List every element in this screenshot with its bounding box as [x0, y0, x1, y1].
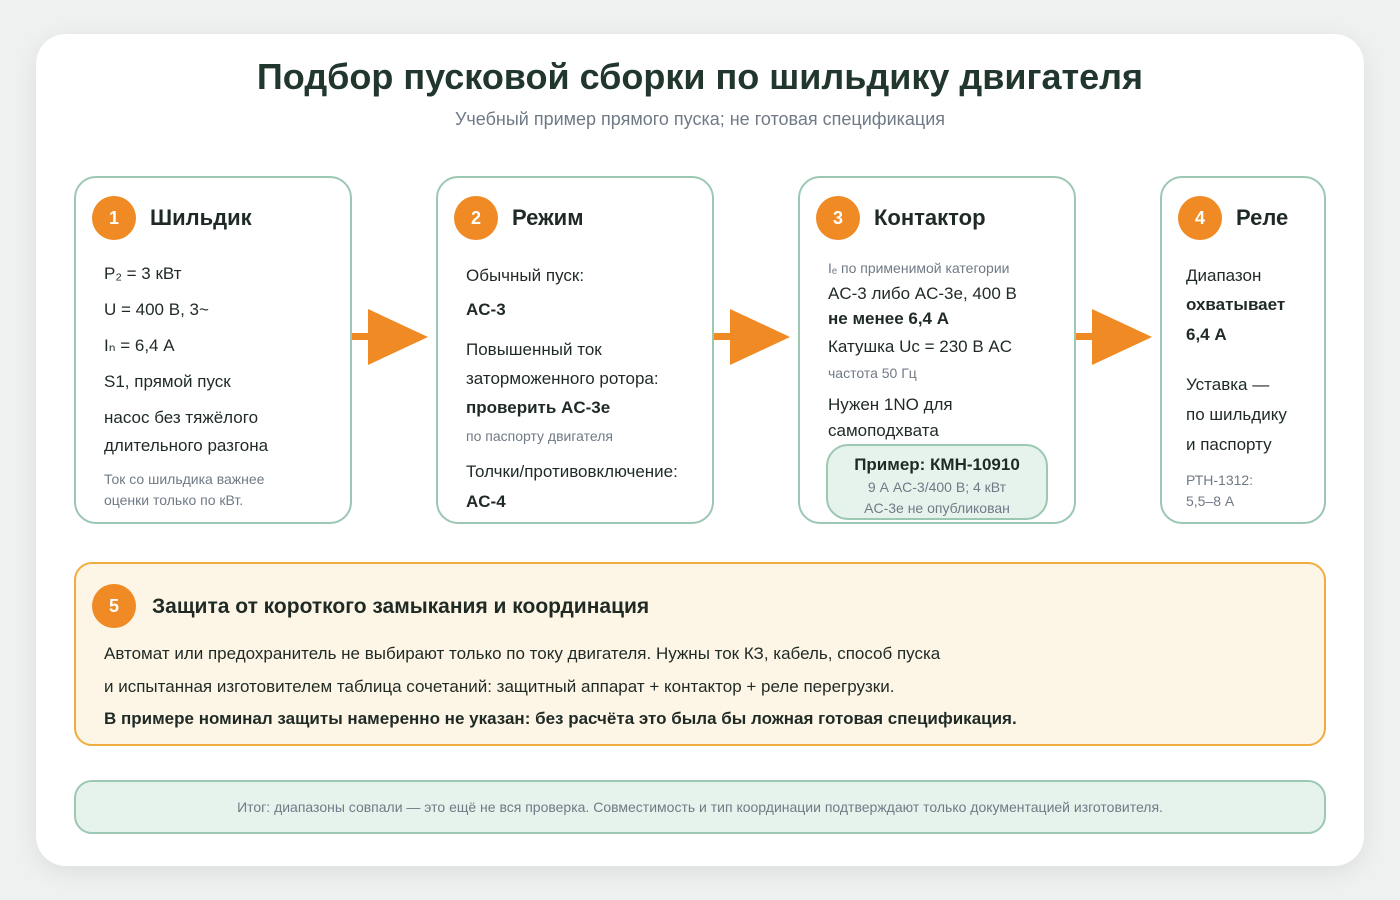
contact-line: Нужен 1NO для	[828, 395, 953, 414]
step-title: Реле	[1236, 205, 1289, 230]
step-nameplate-card: 1 Шильдик P₂ = 3 кВт U = 400 В, 3~ Iₙ = …	[74, 176, 352, 524]
summary-banner: Итог: диапазоны совпали — это ещё не вся…	[74, 780, 1326, 834]
mode-line: заторможенного ротора:	[466, 369, 659, 388]
relay-model: РТН-1312:	[1186, 472, 1254, 488]
relay-line: охватывает	[1186, 295, 1286, 314]
voltage-line: U = 400 В, 3~	[104, 300, 209, 319]
frequency-note: частота 50 Гц	[828, 365, 917, 381]
contactor-note: Iₑ по применимой категории	[828, 260, 1010, 276]
protection-panel: 5 Защита от короткого замыкания и коорди…	[74, 562, 1326, 746]
step-number-badge: 1	[92, 196, 136, 240]
contactor-min-current: не менее 6,4 А	[828, 309, 950, 328]
protection-text: и испытанная изготовителем таблица сочет…	[104, 677, 895, 696]
relay-setting-3: и паспорту	[1186, 435, 1272, 454]
mode-category: AC-4	[466, 492, 506, 511]
step-number-badge: 5	[92, 584, 136, 628]
step-relay-card: 4 Реле Диапазон охватывает 6,4 А Уставка…	[1160, 176, 1326, 524]
relay-setting-2: по шильдику	[1186, 405, 1287, 424]
power-line: P₂ = 3 кВт	[104, 264, 182, 283]
load-line-2: длительного разгона	[104, 436, 269, 455]
step-number-badge: 4	[1178, 196, 1222, 240]
example-contactor-box: Пример: КМН-10910 9 А AC-3/400 В; 4 кВт …	[826, 444, 1048, 520]
step-contactor-card: 3 Контактор Iₑ по применимой категории A…	[798, 176, 1076, 524]
mode-note: по паспорту двигателя	[466, 428, 613, 444]
load-line: насос без тяжёлого	[104, 408, 259, 427]
example-rating: 9 А AC-3/400 В; 4 кВт	[867, 479, 1007, 495]
step-number-badge: 2	[454, 196, 498, 240]
mode-category: проверить AC-3e	[466, 398, 611, 417]
contactor-line: AC-3 либо AC-3e, 400 В	[828, 284, 1017, 303]
step-note: Ток со шильдика важнее	[104, 471, 265, 487]
flow-arrow-icon	[352, 309, 428, 365]
flow-arrow-icon	[1076, 309, 1152, 365]
protection-warning: В примере номинал защиты намеренно не ук…	[104, 709, 1017, 728]
step-title: Шильдик	[150, 205, 252, 230]
protection-title: Защита от короткого замыкания и координа…	[152, 595, 650, 618]
mode-line: Обычный пуск:	[466, 266, 585, 285]
mode-line: Толчки/противовключение:	[466, 462, 678, 481]
relay-setting: Уставка —	[1186, 375, 1270, 394]
relay-current: 6,4 А	[1186, 325, 1227, 344]
flow-arrow-icon	[714, 309, 790, 365]
page-subtitle: Учебный пример прямого пуска; не готовая…	[454, 109, 946, 129]
coil-line: Катушка Uc = 230 В AC	[828, 337, 1013, 356]
page-title: Подбор пусковой сборки по шильдику двига…	[256, 56, 1144, 97]
relay-range: 5,5–8 А	[1186, 493, 1235, 509]
contact-line-2: самоподхвата	[828, 421, 939, 440]
mode-category: AC-3	[466, 300, 506, 319]
step-title: Контактор	[874, 205, 986, 230]
step-title: Режим	[512, 205, 584, 230]
protection-text: Автомат или предохранитель не выбирают т…	[104, 644, 941, 663]
mode-line: Повышенный ток	[466, 340, 602, 359]
step-number-badge: 3	[816, 196, 860, 240]
step-note-2: оценки только по кВт.	[104, 492, 244, 508]
duty-line: S1, прямой пуск	[104, 372, 231, 391]
current-line: Iₙ = 6,4 А	[104, 336, 175, 355]
example-title: Пример: КМН-10910	[854, 455, 1020, 474]
relay-line: Диапазон	[1186, 266, 1262, 285]
example-note: AC-3e не опубликован	[864, 500, 1010, 516]
step-mode-card: 2 Режим Обычный пуск: AC-3 Повышенный то…	[436, 176, 714, 524]
